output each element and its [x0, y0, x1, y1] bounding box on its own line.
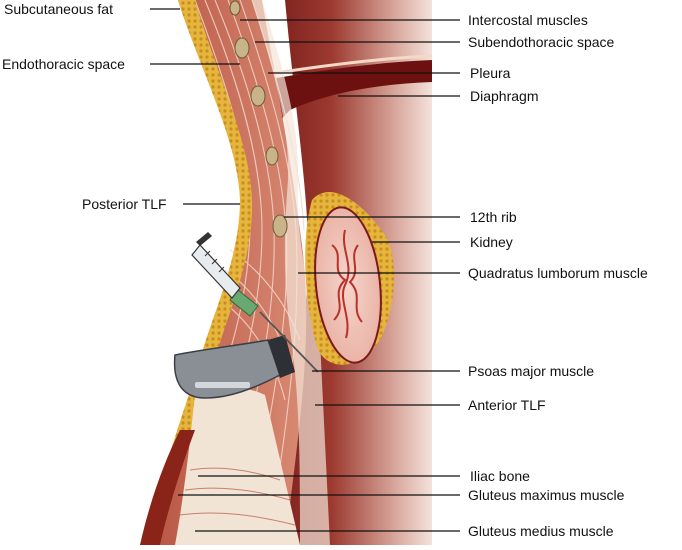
gluteal-fibers — [179, 467, 296, 526]
label-gluteus-medius: Gluteus medius muscle — [468, 523, 614, 539]
label-12th-rib: 12th rib — [470, 209, 517, 225]
iliac-region — [175, 387, 300, 545]
label-anterior-tlf: Anterior TLF — [468, 397, 546, 413]
label-pleura: Pleura — [470, 65, 511, 81]
rib-sections — [229, 0, 288, 238]
label-subcutaneous-fat: Subcutaneous fat — [4, 1, 113, 17]
needle-syringe-icon — [191, 232, 319, 373]
leader-lines — [150, 8, 460, 532]
label-quadratus-lumborum: Quadratus lumborum muscle — [468, 265, 648, 281]
label-kidney: Kidney — [470, 234, 513, 250]
label-iliac-bone: Iliac bone — [470, 468, 530, 484]
label-psoas-major: Psoas major muscle — [468, 363, 595, 379]
kidney-shape — [314, 206, 382, 364]
label-subendothoracic-space: Subendothoracic space — [468, 34, 615, 50]
fascia-band — [252, 0, 330, 545]
label-diaphragm: Diaphragm — [470, 88, 539, 104]
label-endothoracic-space: Endothoracic space — [2, 56, 125, 72]
diaphragm-band — [262, 60, 432, 170]
label-gluteus-maximus: Gluteus maximus muscle — [468, 487, 625, 503]
label-posterior-tlf: Posterior TLF — [82, 196, 167, 212]
rib-12-section — [272, 214, 288, 238]
subcutaneous-fat-layer — [145, 0, 253, 545]
kidney-medulla — [331, 229, 363, 339]
label-intercostal-muscles: Intercostal muscles — [468, 12, 588, 28]
ultrasound-probe-icon — [173, 335, 295, 399]
outer-gluteal-edge — [140, 430, 195, 545]
